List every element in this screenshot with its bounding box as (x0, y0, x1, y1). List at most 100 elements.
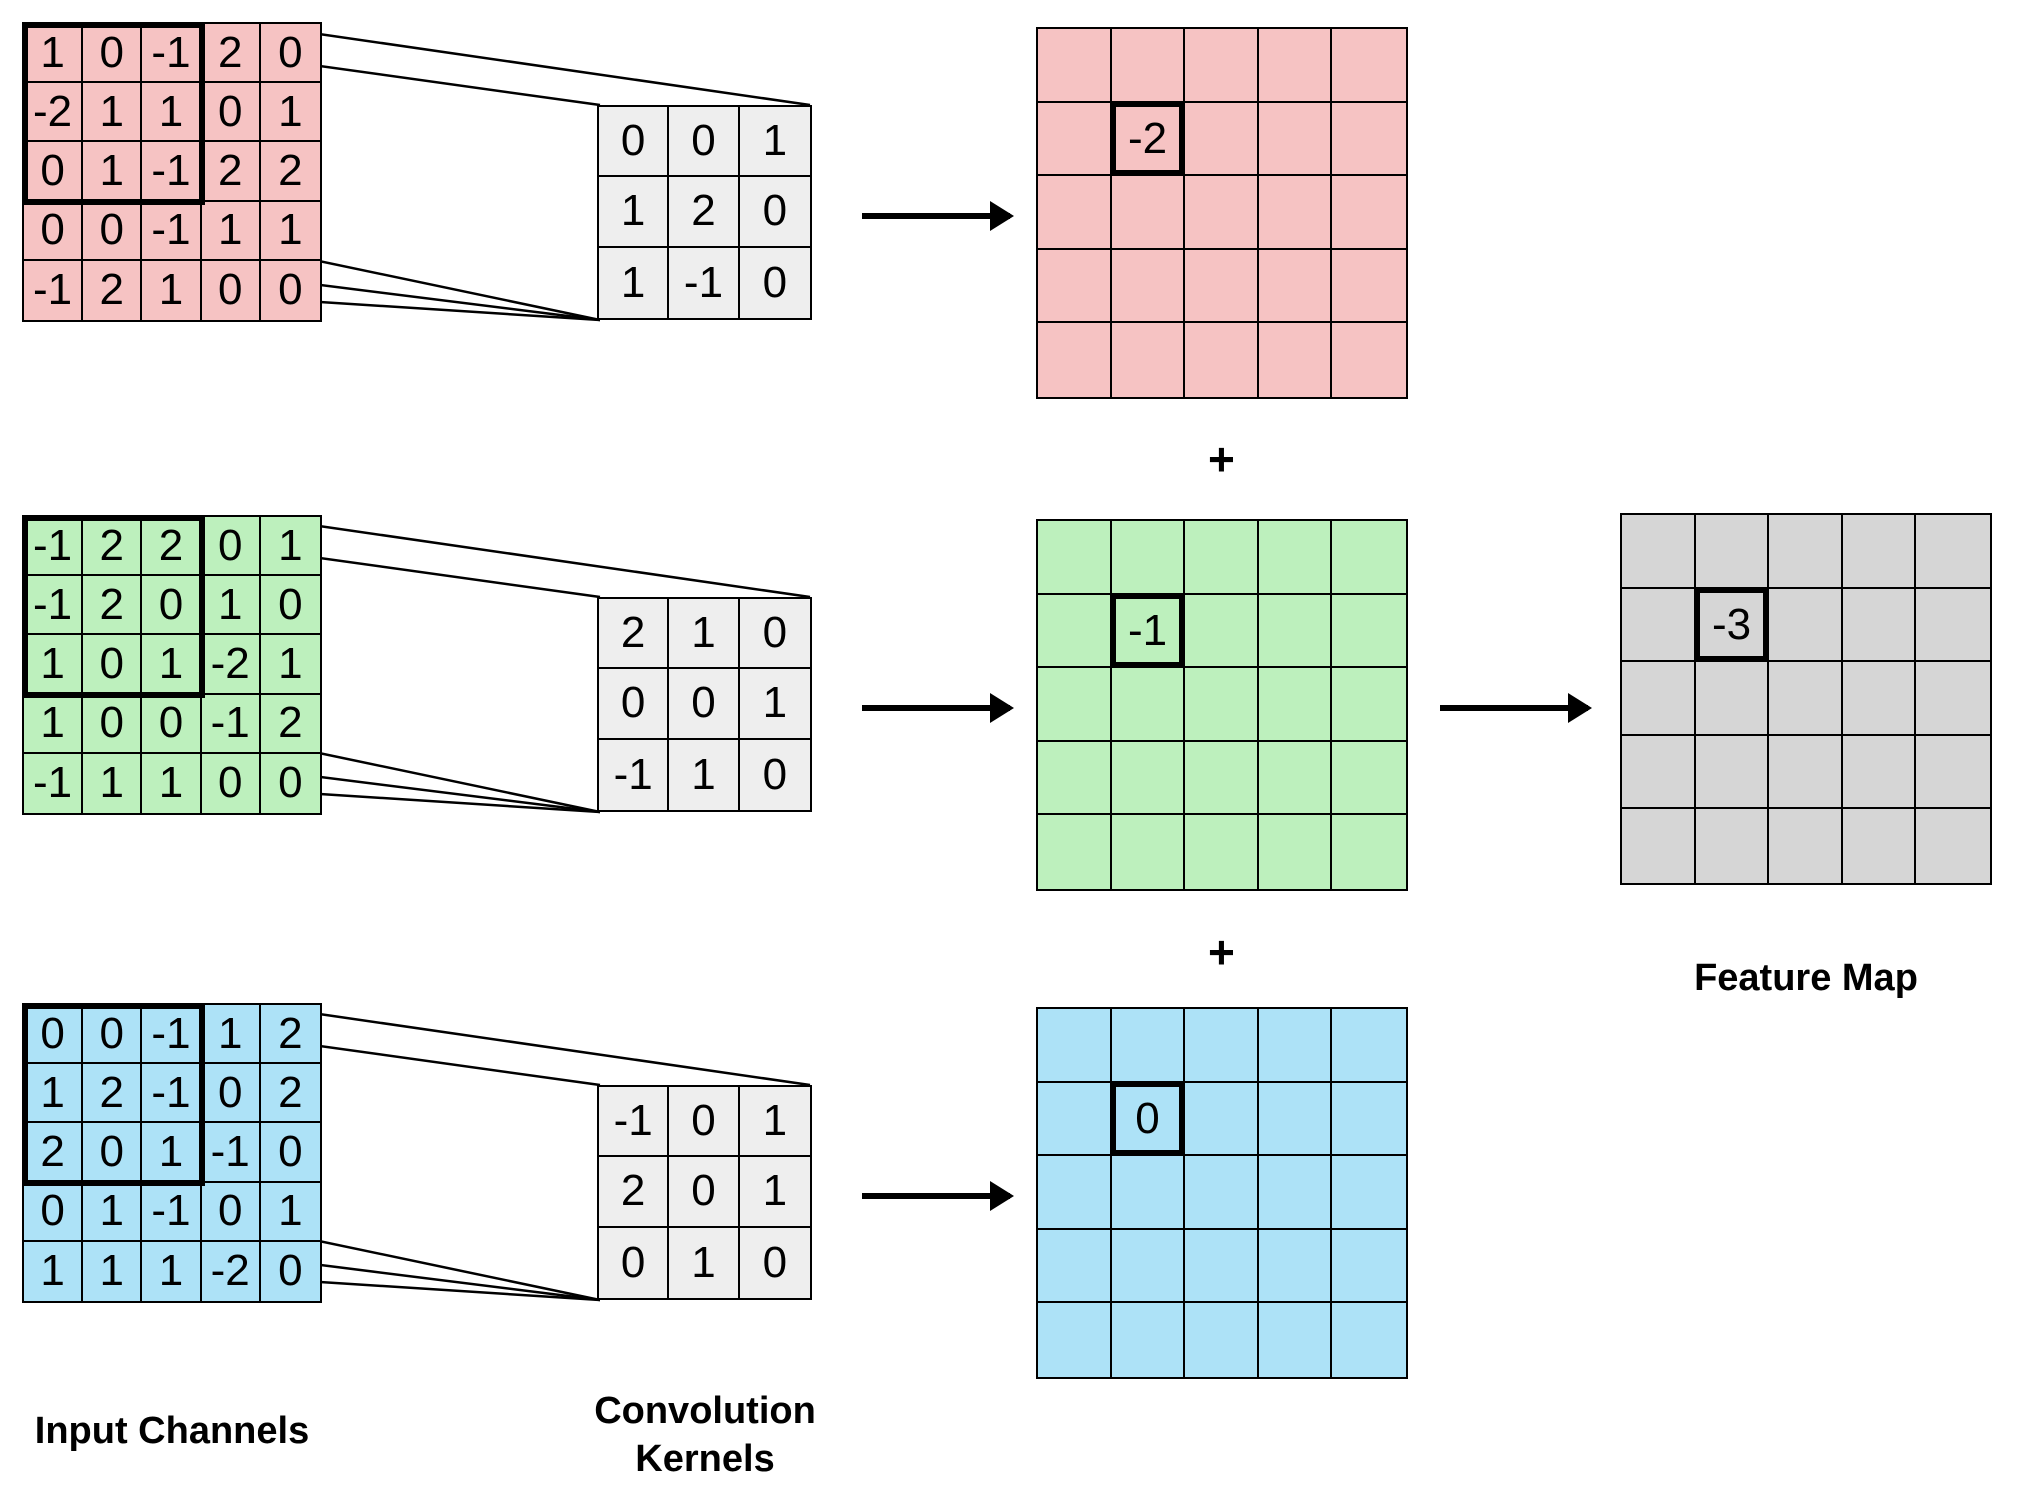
input-red-cell-r0-c2: -1 (142, 24, 202, 84)
kernel-red-cell-r1-c2: 0 (739, 177, 810, 248)
output-map-red-grid (1036, 27, 1408, 399)
feature-map-cell-r4-c0 (1622, 809, 1696, 883)
output-green-cell-r0-c2 (1185, 521, 1259, 595)
input-green-cell-r2-c4: 1 (260, 635, 320, 695)
plus-sign-1: + (1208, 433, 1235, 485)
kernel-blue-cell-r1-c0: 2 (599, 1157, 670, 1228)
input-blue-cell-r1-c4: 2 (260, 1064, 320, 1124)
input-red-cell-r3-c1: 0 (83, 201, 143, 261)
kernel-red-cell-r0-c2: 1 (739, 107, 810, 178)
input-green-cell-r2-c2: 1 (142, 635, 202, 695)
output-red-cell-r2-c4 (1332, 176, 1406, 250)
input-red-cell-r2-c1: 1 (83, 142, 143, 202)
output-red-cell-r0-c3 (1258, 29, 1333, 103)
output-green-cell-r3-c2 (1185, 741, 1259, 816)
input-red-cell-r4-c4: 0 (278, 265, 303, 315)
feature-map-cell-r0-c1 (1695, 515, 1770, 589)
output-green-cell-r0-c0 (1038, 521, 1112, 595)
output-green-cell-r4-c1 (1112, 815, 1186, 889)
output-red-cell-r3-c3 (1258, 249, 1333, 324)
input-green-cell-r1-c0: -1 (24, 576, 84, 636)
input-red-cell-r2-c4: 2 (260, 142, 320, 202)
feature-map-cell-r1-c0 (1622, 588, 1696, 663)
kernel-red-cell-r1-c0: 1 (599, 177, 670, 248)
output-blue-cell-r2-c3 (1258, 1156, 1333, 1230)
input-blue-cell-r0-c1: 0 (83, 1005, 143, 1065)
feature-map-cell-r3-c4 (1916, 736, 1990, 810)
kernel-green-cell-r1-c0: 0 (599, 669, 670, 740)
input-blue-cell-r1-c2: -1 (142, 1064, 202, 1124)
output-blue-cell-r4-c1 (1112, 1303, 1186, 1377)
input-green-cell-r0-c1: 2 (83, 517, 143, 577)
input-green-cell-r0-c3: 0 (201, 517, 261, 577)
feature-map-cell-r2-c0 (1622, 662, 1696, 736)
output-green-cell-r2-c0 (1038, 668, 1112, 742)
output-green-cell-r3-c0 (1038, 741, 1112, 816)
input-red-cell-r4-c2: 1 (142, 260, 202, 320)
input-red-cell-r4-c3: 0 (202, 260, 261, 320)
output-red-cell-r4-c4 (1332, 323, 1406, 397)
output-green-cell-r4-c0 (1038, 815, 1112, 889)
output-blue-cell-r2-c1 (1111, 1156, 1186, 1230)
input-red-cell-r0-c4: 0 (260, 24, 320, 84)
input-blue-cell-r3-c2: -1 (142, 1182, 202, 1242)
output-blue-cell-r0-c3 (1258, 1009, 1333, 1083)
output-map-blue-grid (1036, 1007, 1408, 1379)
output-blue-cell-r0-c1 (1111, 1009, 1186, 1083)
feature-map-cell-r0-c3 (1842, 515, 1917, 589)
input-blue-cell-r0-c4: 2 (260, 1005, 320, 1065)
kernel-blue-cell-r0-c0: -1 (599, 1087, 670, 1158)
output-red-cell-r2-c0 (1038, 176, 1112, 250)
input-blue-cell-r2-c3: -1 (201, 1123, 261, 1183)
output-red-cell-r3-c0 (1038, 249, 1112, 324)
feature-map-cell-r2-c4 (1916, 662, 1990, 736)
output-blue-cell-r2-c0 (1038, 1156, 1112, 1230)
output-red-cell-r3-c2 (1185, 249, 1259, 324)
feature-map-cell-r3-c1 (1695, 735, 1770, 810)
input-red-cell-r4-c1: 2 (83, 260, 143, 320)
input-green-cell-r3-c2: 0 (142, 694, 202, 754)
input-green-cell-r0-c4: 1 (260, 517, 320, 577)
kernel-green-cell-r0-c2: 0 (739, 599, 810, 670)
output-red-cell-r2-c1 (1111, 176, 1186, 250)
feature-map-cell-r3-c2 (1769, 735, 1843, 810)
input-blue-cell-r2-c0: 2 (24, 1123, 84, 1183)
output-blue-cell-r3-c1 (1111, 1229, 1186, 1304)
input-red-cell-r1-c0: -2 (24, 83, 84, 143)
input-red-cell-r2-c2: -1 (142, 142, 202, 202)
output-blue-cell-r3-c2 (1185, 1229, 1259, 1304)
kernel-red-cell-r2-c2: 0 (739, 247, 810, 318)
arrow-sum-to-feature-map (1440, 705, 1588, 711)
output-red-cell-r0-c1 (1111, 29, 1186, 103)
kernel-red-cell-r0-c1: 0 (669, 107, 740, 178)
input-green-cell-r4-c3: 0 (202, 753, 261, 813)
input-blue-cell-r3-c1: 1 (83, 1182, 143, 1242)
output-red-highlight-cell: -2 (1110, 101, 1185, 176)
output-blue-cell-r4-c0 (1038, 1303, 1112, 1377)
kernel-green-cell-r2-c1: 1 (669, 739, 740, 810)
input-blue-cell-r0-c3: 1 (201, 1005, 261, 1065)
output-green-cell-r4-c2 (1185, 815, 1259, 889)
kernel-green-cell-r2-c2: 0 (739, 739, 810, 810)
output-green-cell-r1-c3 (1258, 594, 1333, 669)
input-channels-label: Input Channels (34, 1410, 310, 1452)
kernel-blue-cell-r0-c1: 0 (669, 1087, 740, 1158)
kernel-blue-cell-r1-c2: 1 (739, 1157, 810, 1228)
input-red-cell-r3-c3: 1 (201, 201, 261, 261)
input-green-cell-r2-c0: 1 (24, 635, 84, 695)
input-red-cell-r0-c1: 0 (83, 24, 143, 84)
output-red-cell-r0-c0 (1038, 29, 1112, 103)
feature-map-cell-r1-c2 (1769, 588, 1843, 663)
output-green-cell-r3-c1 (1111, 741, 1186, 816)
output-red-cell-r4-c1 (1112, 323, 1186, 397)
input-blue-cell-r0-c2: -1 (142, 1005, 202, 1065)
output-green-cell-r0-c4 (1332, 521, 1406, 595)
input-red-cell-r2-c0: 0 (24, 142, 84, 202)
input-green-cell-r2-c3: -2 (201, 635, 261, 695)
input-red-cell-r4-c0: -1 (24, 260, 84, 320)
output-green-cell-r0-c1 (1111, 521, 1186, 595)
output-blue-cell-r3-c4 (1332, 1230, 1406, 1304)
